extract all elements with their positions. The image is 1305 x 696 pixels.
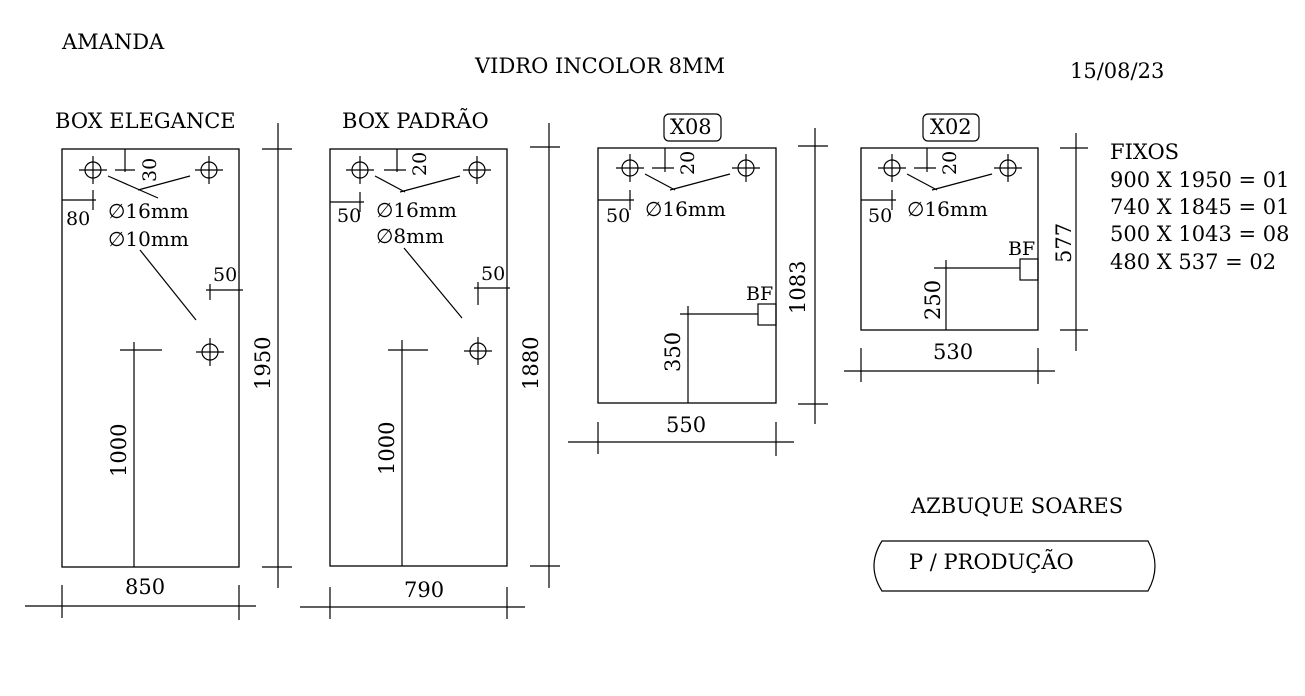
hinge-top-dim: 20 <box>939 151 961 175</box>
hinge-side-dim: 50 <box>868 205 892 227</box>
lock-cutout <box>1019 258 1039 281</box>
lock-height-dim: 350 <box>661 332 685 372</box>
fixos-list: FIXOS 900 X 1950 = 01 740 X 1845 = 01 50… <box>1110 140 1290 274</box>
handle-hole <box>464 337 492 365</box>
panel-width-dim: 790 <box>404 578 444 602</box>
panel-title: BOX ELEGANCE <box>55 109 236 133</box>
panel-height-dim: 577 <box>1052 223 1076 263</box>
panel-title-box <box>663 113 722 142</box>
material-label: VIDRO INCOLOR 8MM <box>474 54 725 78</box>
hinge-hole-left <box>878 154 906 182</box>
handle-offset-dim: 50 <box>481 263 505 285</box>
hole-diameter-b: ∅8mm <box>376 224 444 248</box>
fixos-item: 740 X 1845 = 01 <box>1110 195 1290 219</box>
hinge-top-dim: 20 <box>677 151 699 175</box>
hinge-hole-right <box>732 154 760 182</box>
fixos-title: FIXOS <box>1110 140 1179 164</box>
hinge-side-dim: 50 <box>606 205 630 227</box>
handle-height-dim: 1000 <box>107 424 131 477</box>
panel-height-dim: 1083 <box>786 261 810 314</box>
hole-diameter-a: ∅16mm <box>645 197 726 221</box>
hinge-hole-left <box>346 156 374 184</box>
fixos-item: 900 X 1950 = 01 <box>1110 168 1290 192</box>
lock-label: BF <box>1008 238 1035 260</box>
hinge-hole-left <box>79 156 107 184</box>
hinge-hole-right <box>994 154 1022 182</box>
panel-box-padrao: BOX PADRÃO 20 50 ∅16mm ∅8mm 50 1000 <box>300 109 560 619</box>
fixos-item: 480 X 537 = 02 <box>1110 250 1276 274</box>
date-label: 15/08/23 <box>1070 59 1164 83</box>
hinge-hole-right <box>195 156 223 184</box>
panel-title: X02 <box>930 115 972 139</box>
lock-label: BF <box>746 283 773 305</box>
panel-title-box <box>922 113 980 142</box>
panel-width-dim: 550 <box>666 413 706 437</box>
hinge-top-dim: 30 <box>139 158 161 182</box>
panel-x02: X02 20 50 ∅16mm BF 250 577 5 <box>844 113 1088 384</box>
production-stamp-label: P / PRODUÇÃO <box>909 550 1074 574</box>
hole-diameter-a: ∅16mm <box>376 198 457 222</box>
hole-diameter-a: ∅16mm <box>108 199 189 223</box>
client-name-label: AZBUQUE SOARES <box>910 494 1123 518</box>
hole-diameter-a: ∅16mm <box>907 197 988 221</box>
panel-box-elegance: BOX ELEGANCE 30 80 ∅16mm ∅10mm 5 <box>25 109 292 620</box>
panel-title: X08 <box>670 115 712 139</box>
glass-panel-outline <box>597 147 777 404</box>
hinge-hole-left <box>616 154 644 182</box>
production-stamp-box <box>873 540 1156 592</box>
hinge-side-dim: 80 <box>66 208 90 230</box>
panel-height-dim: 1950 <box>251 337 275 390</box>
lock-height-dim: 250 <box>921 280 945 320</box>
panel-x08: X08 20 50 ∅16mm BF 350 1083 <box>568 113 828 456</box>
panel-title: BOX PADRÃO <box>342 109 489 133</box>
hinge-top-dim: 20 <box>409 152 431 176</box>
handle-height-dim: 1000 <box>375 422 399 475</box>
hole-diameter-b: ∅10mm <box>108 227 189 251</box>
hinge-hole-right <box>463 156 491 184</box>
panel-width-dim: 850 <box>125 575 165 599</box>
panel-height-dim: 1880 <box>519 337 543 390</box>
panel-width-dim: 530 <box>933 340 973 364</box>
hinge-side-dim: 50 <box>337 205 361 227</box>
fixos-item: 500 X 1043 = 08 <box>1110 222 1290 246</box>
handle-offset-dim: 50 <box>213 264 237 286</box>
handle-hole <box>196 338 224 366</box>
client-label: AMANDA <box>61 30 165 54</box>
